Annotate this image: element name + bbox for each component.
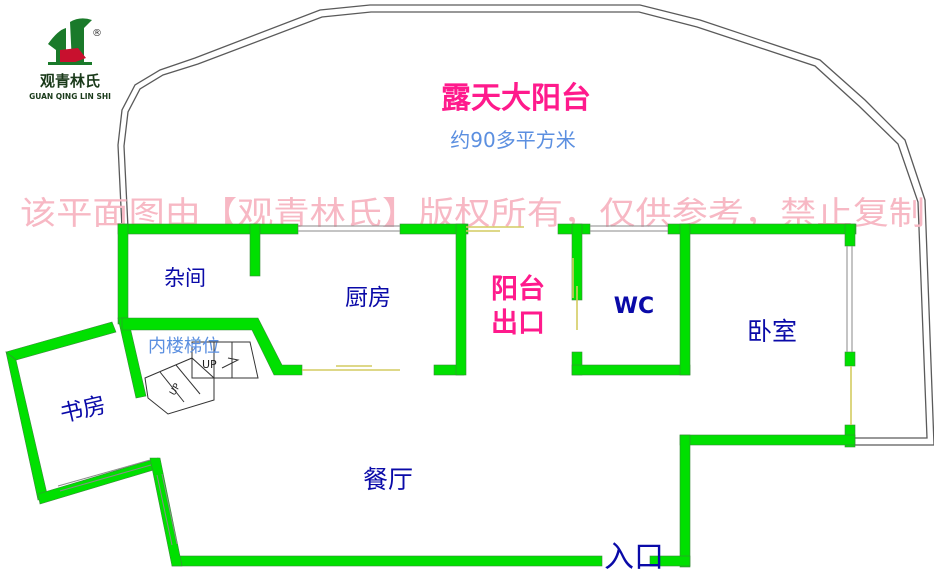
brand-registered-mark: ® [92, 28, 102, 39]
brand-name: 观青林氏 [40, 72, 100, 90]
terrace-outline-outer [117, 4, 934, 446]
stair-drawing [144, 341, 259, 415]
room-label-stair: 内楼梯位 [148, 336, 220, 357]
room-label-dining: 餐厅 [363, 465, 413, 494]
room-label-storage: 杂间 [164, 266, 206, 290]
room-label-wc: WC [614, 294, 654, 319]
room-label-kitchen: 厨房 [345, 285, 391, 311]
terrace-area-note: 约90多平方米 [450, 128, 575, 152]
windows [57, 225, 853, 546]
stair-up-label: UP [202, 358, 217, 371]
walls [5, 223, 857, 568]
stair-up-label-lower: UP [168, 382, 183, 398]
room-label-entrance: 入口 [604, 540, 664, 573]
brand-name-en: GUAN QING LIN SHI [29, 92, 111, 101]
doors [302, 226, 852, 425]
room-label-bedroom: 卧室 [747, 317, 797, 346]
room-label-balcony-exit-2: 出口 [491, 308, 545, 339]
brand-logo [48, 18, 92, 65]
terrace-outline-inner [123, 11, 928, 439]
room-label-balcony-exit-1: 阳台 [491, 273, 545, 305]
terrace-title: 露天大阳台 [441, 81, 591, 116]
room-label-study: 书房 [58, 392, 109, 428]
